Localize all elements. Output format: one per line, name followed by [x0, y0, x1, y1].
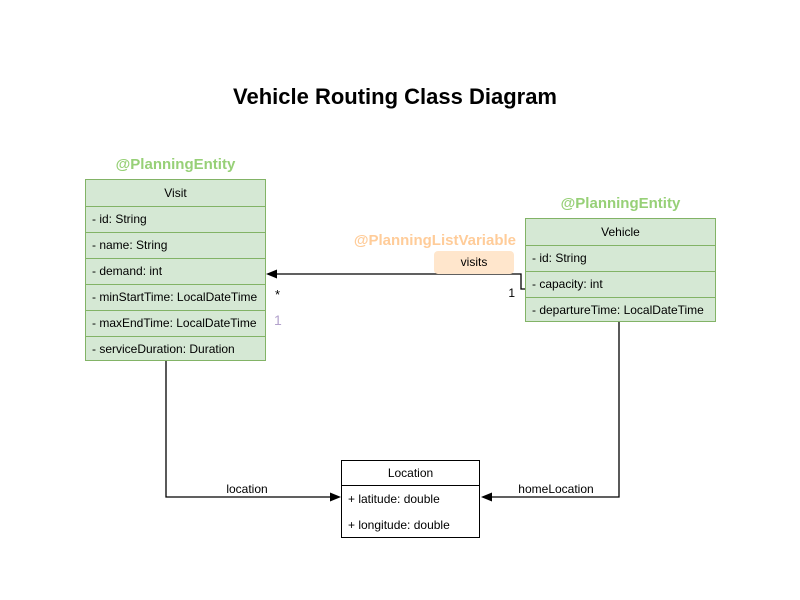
visits-extra-label: 1 — [274, 312, 282, 328]
class-visit[interactable]: Visit - id: String - name: String - dema… — [85, 179, 266, 361]
class-vehicle[interactable]: Vehicle - id: String - capacity: int - d… — [525, 218, 716, 322]
homelocation-arrowhead-icon — [481, 492, 492, 502]
visit-attribute: - serviceDuration: Duration — [86, 336, 265, 362]
vehicle-attribute: - departureTime: LocalDateTime — [526, 297, 715, 323]
class-location[interactable]: Location + latitude: double + longitude:… — [341, 460, 480, 538]
location-arrowhead-icon — [330, 492, 341, 502]
location-edge-label[interactable]: location — [226, 482, 268, 496]
location-edge-line — [165, 361, 339, 498]
visits-source-multiplicity: 1 — [508, 286, 515, 300]
vehicle-attribute: - id: String — [526, 245, 715, 271]
homelocation-edge-line — [483, 322, 620, 498]
visits-target-multiplicity: * — [275, 287, 281, 302]
visit-attribute: - id: String — [86, 206, 265, 232]
visits-edge-line — [268, 273, 525, 290]
vehicle-planning-entity-annotation[interactable]: @PlanningEntity — [560, 195, 681, 212]
diagram-title: Vehicle Routing Class Diagram — [233, 84, 557, 109]
class-visit-name: Visit — [164, 186, 187, 200]
visit-attribute: - name: String — [86, 232, 265, 258]
visit-attribute: - minStartTime: LocalDateTime — [86, 284, 265, 310]
vehicle-attribute: - capacity: int — [526, 271, 715, 297]
homelocation-edge-label[interactable]: homeLocation — [518, 482, 594, 496]
location-attribute: + longitude: double — [348, 518, 450, 532]
planning-list-variable-annotation[interactable]: @PlanningListVariable — [353, 232, 516, 249]
visit-planning-entity-annotation[interactable]: @PlanningEntity — [115, 156, 236, 173]
visits-arrowhead-icon — [266, 269, 277, 279]
visit-attribute: - demand: int — [86, 258, 265, 284]
class-location-name: Location — [342, 461, 479, 486]
visits-edge-label[interactable]: visits — [434, 251, 514, 274]
visit-attribute: - maxEndTime: LocalDateTime — [86, 310, 265, 336]
location-attribute: + latitude: double — [348, 492, 440, 506]
class-vehicle-name: Vehicle — [601, 225, 640, 239]
